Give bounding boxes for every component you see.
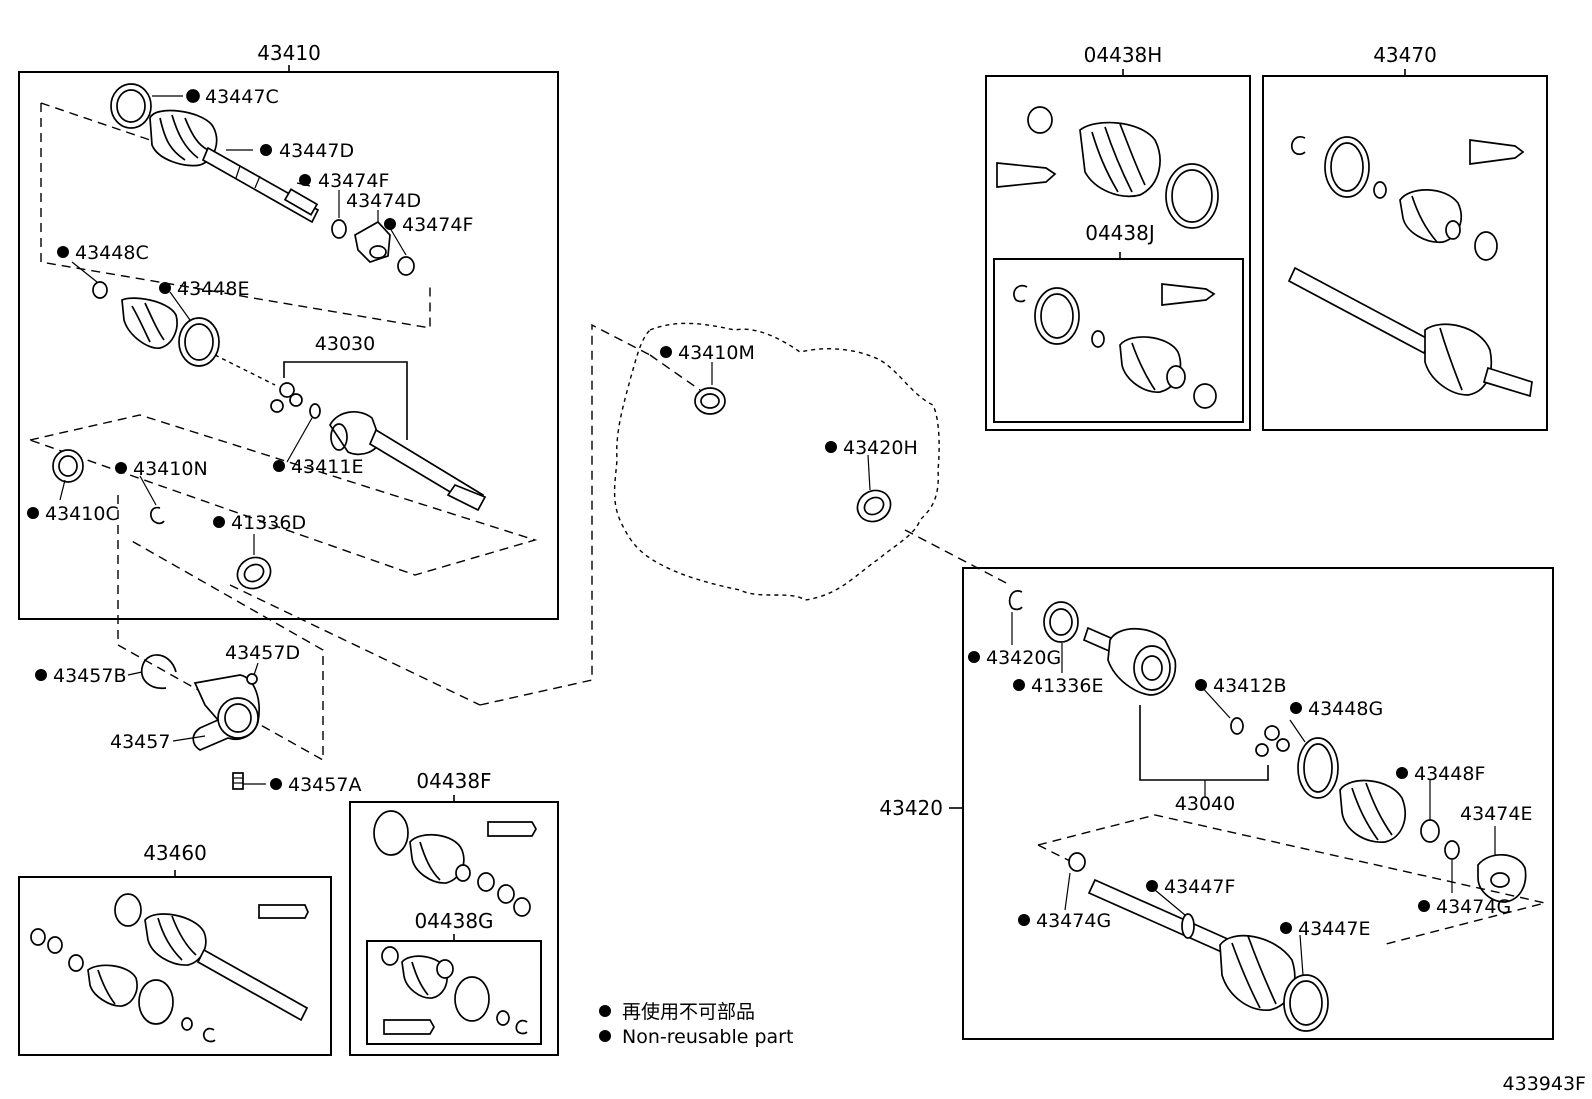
assembly-43470-title: 43470 — [1373, 43, 1437, 67]
assembly-43460-frame — [18, 876, 332, 1056]
label-43447F: 43447F — [1164, 876, 1235, 898]
label-43457D: 43457D — [225, 642, 300, 664]
assembly-04438G-title: 04438G — [414, 909, 493, 933]
label-43457A: 43457A — [288, 774, 361, 796]
label-43474G-left: 43474G — [1036, 910, 1111, 932]
label-43030: 43030 — [315, 333, 375, 355]
legend-bullet-2 — [599, 1030, 611, 1042]
label-43474G-right: 43474G — [1436, 896, 1511, 918]
label-43420H: 43420H — [843, 437, 918, 459]
assembly-43460-title: 43460 — [143, 841, 207, 865]
label-43474E: 43474E — [1460, 803, 1532, 825]
label-43040: 43040 — [1175, 793, 1235, 815]
assembly-43420-frame — [962, 567, 1554, 1040]
legend: 再使用不可部品 Non-reusable part — [599, 1001, 793, 1048]
transmission-case-group: 43410M 43420H — [613, 322, 1011, 601]
label-43420G: 43420G — [986, 647, 1061, 669]
label-43474D: 43474D — [346, 190, 421, 212]
figure-id: 433943F — [1503, 1073, 1586, 1095]
label-43412B: 43412B — [1213, 675, 1286, 697]
assembly-04438J-frame — [993, 258, 1244, 423]
label-43457: 43457 — [110, 731, 170, 753]
label-43447C: 43447C — [205, 86, 279, 108]
label-41336D: 41336D — [231, 512, 306, 534]
label-43410C: 43410C — [45, 503, 119, 525]
label-43447E: 43447E — [1298, 918, 1370, 940]
assembly-04438F-group: 04438F 04438G — [349, 769, 559, 1056]
label-43448C: 43448C — [75, 242, 149, 264]
label-43410N: 43410N — [133, 458, 208, 480]
label-43474F-b: 43474F — [402, 214, 473, 236]
label-43474F-a: 43474F — [318, 170, 389, 192]
assembly-04438H-frame — [985, 75, 1251, 431]
label-43448G: 43448G — [1308, 698, 1383, 720]
assembly-43470-group: 43470 — [1262, 43, 1548, 431]
outer-cv-joint-drawing — [110, 83, 320, 224]
label-43411E: 43411E — [291, 456, 363, 478]
assembly-43420-title: 43420 — [879, 796, 943, 820]
bracket-43457-group: 43457B 43457D 43457 43457A — [35, 323, 651, 796]
label-43448F: 43448F — [1414, 763, 1485, 785]
assembly-04438H-title: 04438H — [1084, 43, 1163, 67]
assembly-43410-group: 43410 — [18, 41, 559, 620]
assembly-43460-group: 43460 — [18, 841, 332, 1056]
label-43410M: 43410M — [678, 342, 755, 364]
label-41336E: 41336E — [1031, 675, 1103, 697]
assembly-04438F-title: 04438F — [416, 769, 491, 793]
label-43457B: 43457B — [53, 665, 126, 687]
assembly-04438H-group: 04438H 04438J — [985, 43, 1251, 431]
legend-line-1: 再使用不可部品 — [622, 1001, 755, 1023]
legend-line-2: Non-reusable part — [622, 1026, 793, 1048]
label-43448E: 43448E — [177, 278, 249, 300]
inner-joint-shaft-drawing — [329, 411, 487, 512]
legend-bullet-1 — [599, 1005, 611, 1017]
assembly-04438J-title: 04438J — [1085, 221, 1155, 245]
label-43447D: 43447D — [279, 140, 354, 162]
assembly-43420-group: 43420 — [879, 567, 1554, 1040]
assembly-43410-title: 43410 — [257, 41, 321, 65]
